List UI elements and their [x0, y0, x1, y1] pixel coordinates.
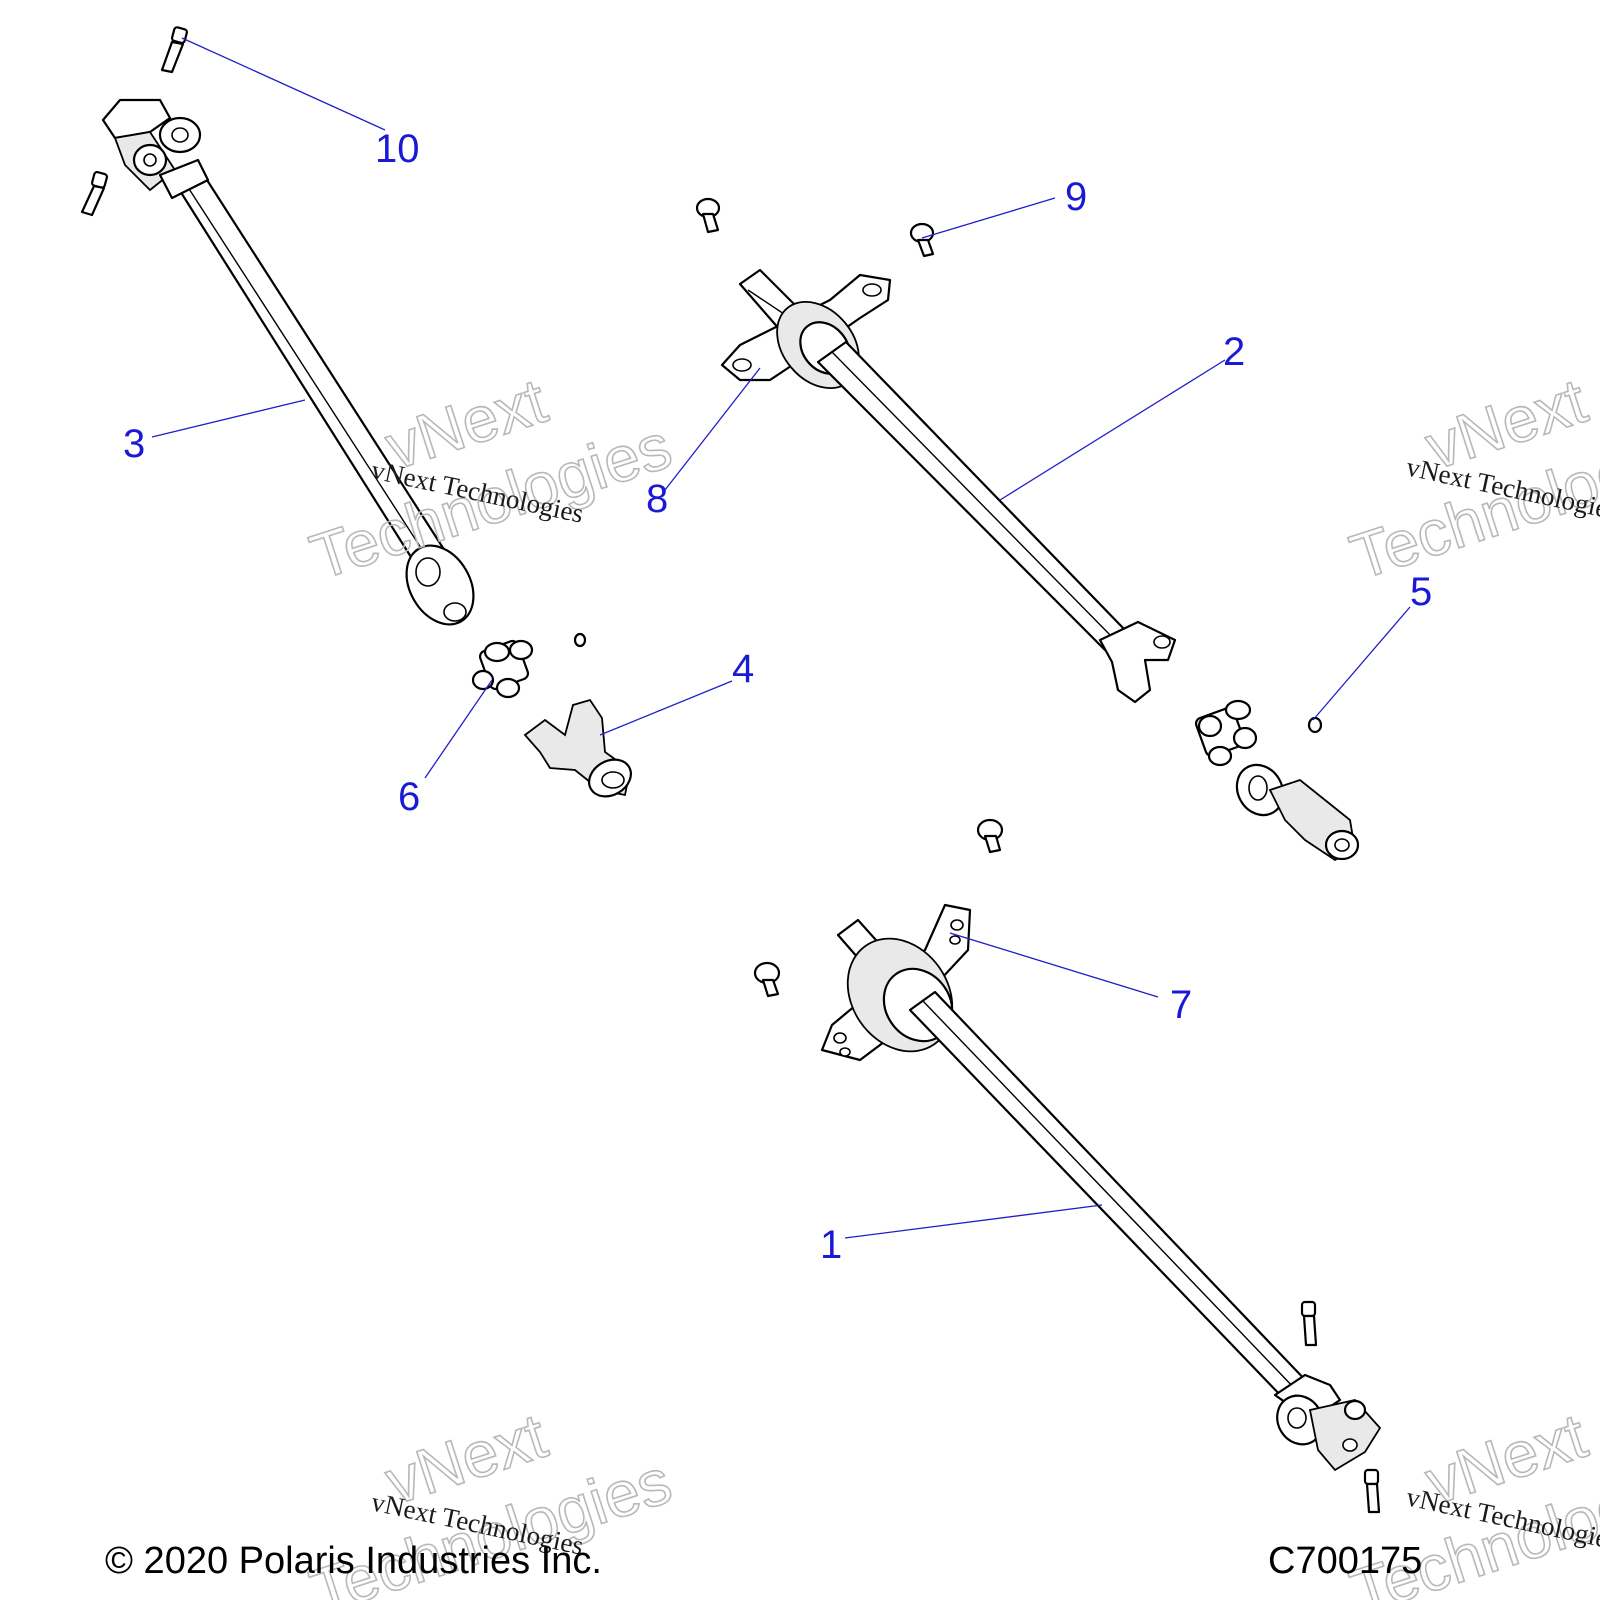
front-prop-shaft [820, 903, 1382, 1472]
leader-9 [921, 197, 1056, 239]
callout-3: 3 [123, 422, 145, 466]
grease-fitting-right [1307, 716, 1323, 734]
callout-7: 7 [1170, 983, 1192, 1027]
watermark-upper-left: vNext Technologies vNext Technologies [301, 363, 680, 594]
flange-bolt-left [695, 197, 721, 234]
yoke-bolt-lower [1363, 1468, 1381, 1514]
leader-3 [151, 399, 306, 438]
callout-9: 9 [1065, 175, 1087, 219]
drawing-id: C700175 [1268, 1540, 1422, 1582]
middle-prop-shaft [101, 98, 475, 626]
callout-1: 1 [820, 1223, 842, 1267]
yoke-bolt-upper [1300, 1300, 1318, 1347]
flange-bolt-right [909, 222, 935, 258]
callout-4: 4 [732, 647, 754, 691]
leader-8 [664, 367, 761, 491]
watermark-lower-right: vNext Technologies vNext Technologies [1341, 1398, 1600, 1600]
leader-6 [424, 679, 493, 779]
callout-8: 8 [646, 477, 668, 521]
leader-2 [999, 359, 1226, 501]
leader-4 [599, 680, 733, 736]
callout-labels: 1 2 3 4 5 6 7 8 9 10 [123, 127, 1432, 1267]
watermark-upper-right: vNext Technologies vNext Technologies [1341, 363, 1600, 594]
yoke-right [1235, 763, 1360, 862]
leader-lines [151, 37, 1411, 1239]
bearing-bolt-top [976, 818, 1004, 854]
bearing-bolt-left [753, 961, 781, 998]
u-joint-cross-left [471, 639, 534, 699]
leader-10 [181, 37, 386, 131]
copyright-text: © 2020 Polaris Industries Inc. [105, 1540, 602, 1582]
bolt-side [80, 171, 109, 217]
slip-yoke [523, 698, 632, 798]
callout-5: 5 [1410, 570, 1432, 614]
bolt-top [160, 26, 188, 74]
u-joint-cross-right [1194, 699, 1258, 767]
rear-prop-shaft [720, 268, 1177, 704]
callout-10: 10 [375, 127, 420, 171]
grease-fitting-left [573, 632, 587, 648]
leader-1 [844, 1204, 1103, 1239]
leader-5 [1312, 606, 1411, 721]
callout-2: 2 [1223, 330, 1245, 374]
leader-7 [949, 932, 1159, 998]
callout-6: 6 [398, 775, 420, 819]
